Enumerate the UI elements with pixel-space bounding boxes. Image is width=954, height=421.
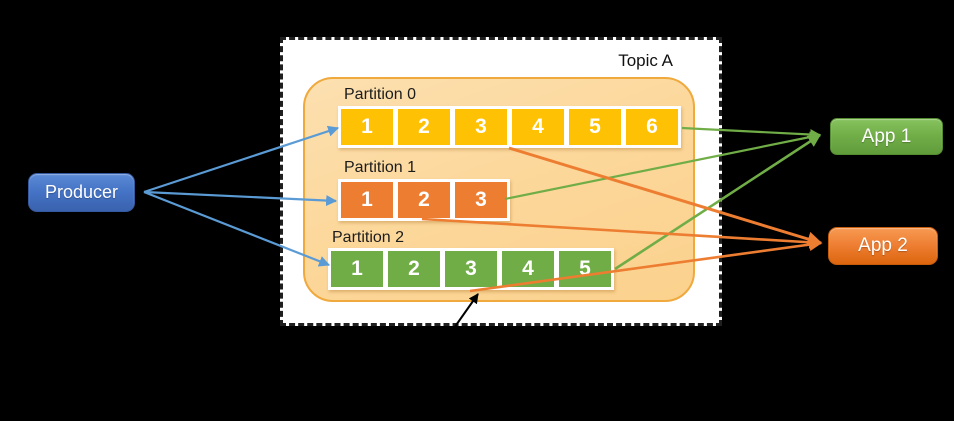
- producer-label: Producer: [44, 182, 119, 202]
- partition-0-label: Partition 0: [344, 86, 417, 103]
- partition-0-message-6: 6: [626, 109, 678, 145]
- app-1-node: App 1: [830, 118, 943, 155]
- partition-0-message-1: 1: [341, 109, 393, 145]
- partition-2-label: Partition 2: [332, 229, 405, 246]
- partition-2-message-5: 5: [559, 251, 611, 287]
- partition-0-message-4: 4: [512, 109, 564, 145]
- partition-2-message-2: 2: [388, 251, 440, 287]
- producer-node: Producer: [28, 173, 135, 212]
- app-1-label: App 1: [861, 125, 912, 147]
- partition-1-label: Partition 1: [344, 159, 417, 176]
- topic-title: Topic A: [618, 51, 673, 70]
- partition-1-message-3: 3: [455, 182, 507, 218]
- partition-0-message-2: 2: [398, 109, 450, 145]
- app-2-node: App 2: [828, 227, 938, 265]
- partition-2-message-3: 3: [445, 251, 497, 287]
- partition-0-message-3: 3: [455, 109, 507, 145]
- partition-2-message-1: 1: [331, 251, 383, 287]
- partition-1-message-1: 1: [341, 182, 393, 218]
- partition-2-message-4: 4: [502, 251, 554, 287]
- partition-0-message-5: 5: [569, 109, 621, 145]
- app-2-label: App 2: [858, 235, 908, 256]
- partition-1-message-2: 2: [398, 182, 450, 218]
